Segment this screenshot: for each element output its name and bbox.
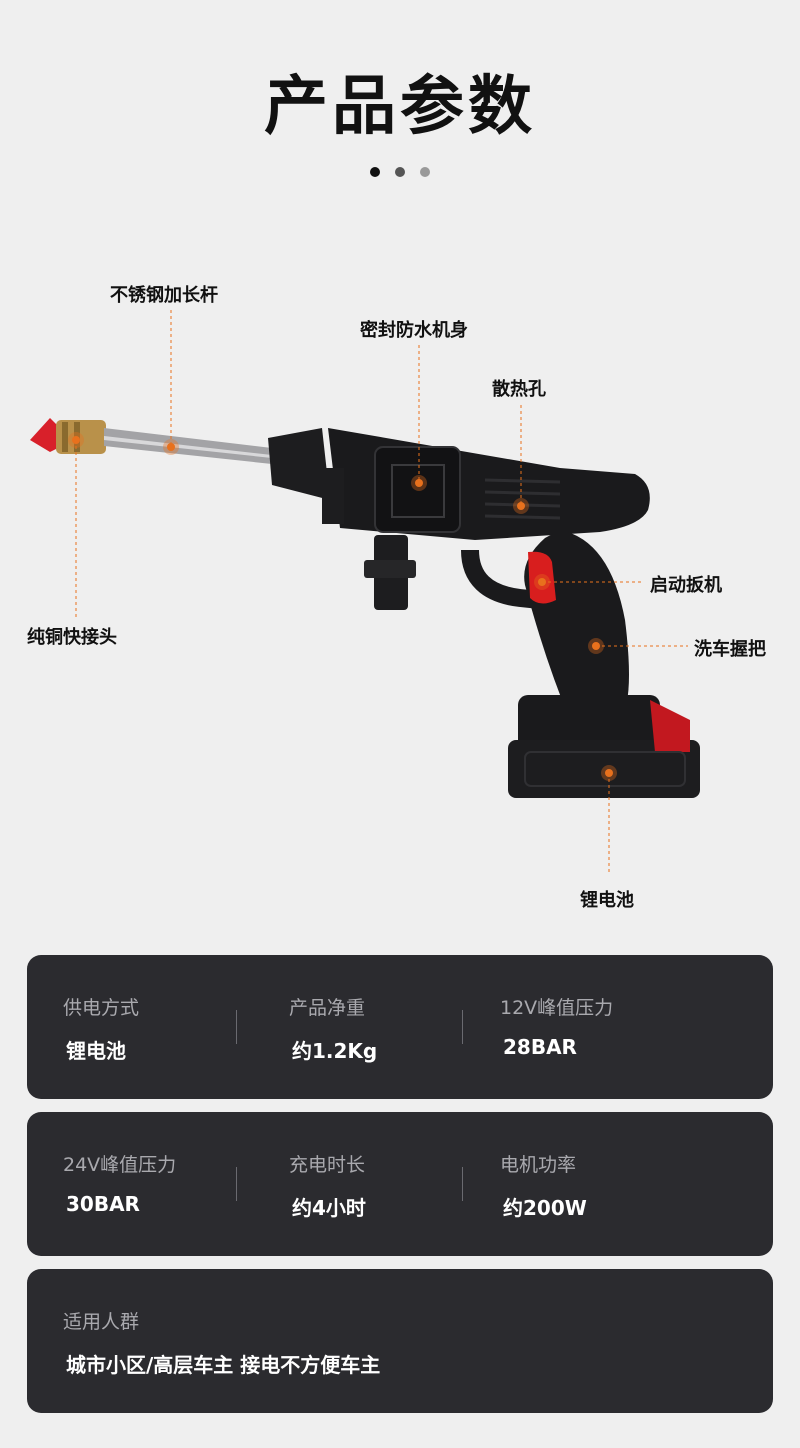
spec-divider [236,1167,237,1201]
spec-card: 供电方式 锂电池 产品净重 约1.2Kg 12V峰值压力 28BAR [27,955,773,1099]
spec-label: 供电方式 [63,997,140,1019]
pagination-dot[interactable] [420,167,430,177]
callout-battery: 锂电池 [580,890,634,911]
callout-connector: 纯铜快接头 [27,627,117,648]
spec-label: 充电时长 [289,1154,366,1176]
spec-value: 城市小区/高层车主 接电不方便车主 [66,1353,381,1377]
spec-value: 约4小时 [292,1196,366,1220]
callout-trigger: 启动扳机 [650,575,722,596]
spec-value: 30BAR [66,1192,140,1216]
spec-label: 12V峰值压力 [500,997,614,1019]
product-diagram: 不锈钢加长杆 密封防水机身 散热孔 启动扳机 洗车握把 纯铜快接头 锂电池 [0,200,800,940]
pagination-dots [370,167,430,177]
spray-gun-image [30,310,700,875]
spec-value: 28BAR [503,1035,577,1059]
spec-label: 24V峰值压力 [63,1154,177,1176]
spec-divider [236,1010,237,1044]
spec-card: 适用人群 城市小区/高层车主 接电不方便车主 [27,1269,773,1413]
spec-divider [462,1010,463,1044]
spec-label: 电机功率 [500,1154,577,1176]
pagination-dot[interactable] [370,167,380,177]
spec-label: 产品净重 [289,997,366,1019]
spec-value: 约1.2Kg [292,1039,378,1063]
page-title: 产品参数 [264,70,536,144]
spec-divider [462,1167,463,1201]
spec-value: 约200W [503,1196,587,1220]
callout-vents: 散热孔 [492,379,546,400]
pagination-dot[interactable] [395,167,405,177]
callout-rod: 不锈钢加长杆 [110,285,218,306]
callout-grip: 洗车握把 [694,639,766,660]
spec-label: 适用人群 [63,1311,140,1333]
spec-card: 24V峰值压力 30BAR 充电时长 约4小时 电机功率 约200W [27,1112,773,1256]
spec-value: 锂电池 [66,1039,126,1063]
callout-body: 密封防水机身 [360,320,468,341]
